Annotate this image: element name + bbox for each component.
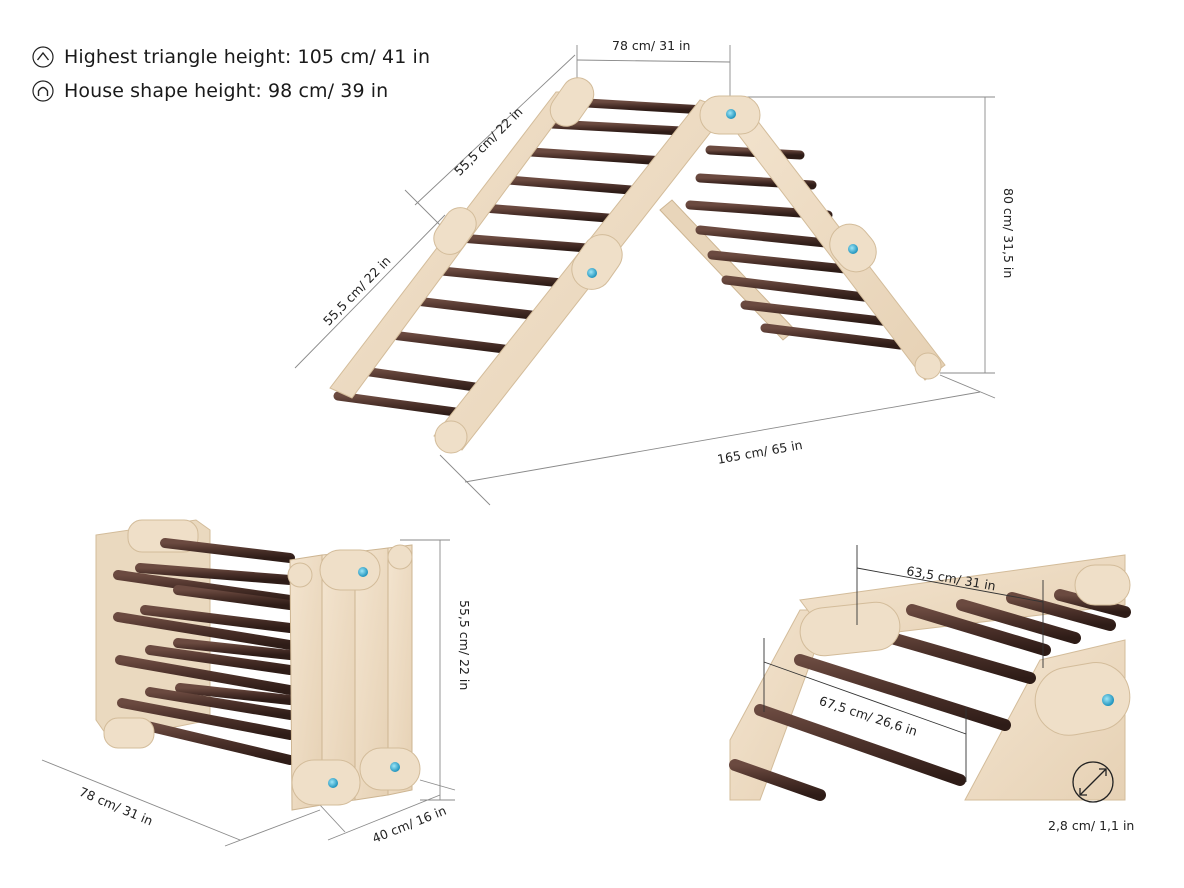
box-height-label: 55,5 cm/ 22 in <box>457 600 472 691</box>
triangle-bolts <box>587 109 858 278</box>
rung-diameter-label: 2,8 cm/ 1,1 in <box>1048 818 1135 833</box>
box-front-plates <box>287 544 421 806</box>
bolt-icon <box>358 567 368 577</box>
bolt-icon <box>328 778 338 788</box>
bolt-icon <box>726 109 736 119</box>
closeup-view <box>729 545 1131 803</box>
closeup-dimension-lines <box>763 545 1044 782</box>
legend-item-triangle: Highest triangle height: 105 cm/ 41 in <box>32 40 430 74</box>
box-view <box>41 519 456 847</box>
box-bolts <box>328 567 400 788</box>
triangle-dimension-lines <box>294 45 996 506</box>
triangle-shape-icon <box>32 46 54 68</box>
triangle-view <box>294 45 996 506</box>
triangle-height-label: 80 cm/ 31,5 in <box>1001 188 1016 279</box>
triangle-back-right-ladder <box>659 199 796 341</box>
bolt-icon <box>848 244 858 254</box>
legend-label-triangle: Highest triangle height: 105 cm/ 41 in <box>64 46 431 68</box>
bolt-icon <box>1102 694 1114 706</box>
closeup-plates <box>799 564 1131 736</box>
house-shape-icon <box>32 80 54 102</box>
legend: Highest triangle height: 105 cm/ 41 in H… <box>32 40 430 108</box>
bolt-icon <box>587 268 597 278</box>
box-rungs <box>113 538 295 765</box>
triangle-top-width-label: 78 cm/ 31 in <box>612 38 691 53</box>
bolt-icon <box>390 762 400 772</box>
box-dimension-lines <box>41 539 456 847</box>
legend-label-house: House shape height: 98 cm/ 39 in <box>64 80 389 102</box>
diameter-icon <box>1072 761 1114 803</box>
legend-item-house: House shape height: 98 cm/ 39 in <box>32 74 430 108</box>
box-front-panel <box>289 544 413 811</box>
box-back-bottom-plate <box>103 717 155 749</box>
